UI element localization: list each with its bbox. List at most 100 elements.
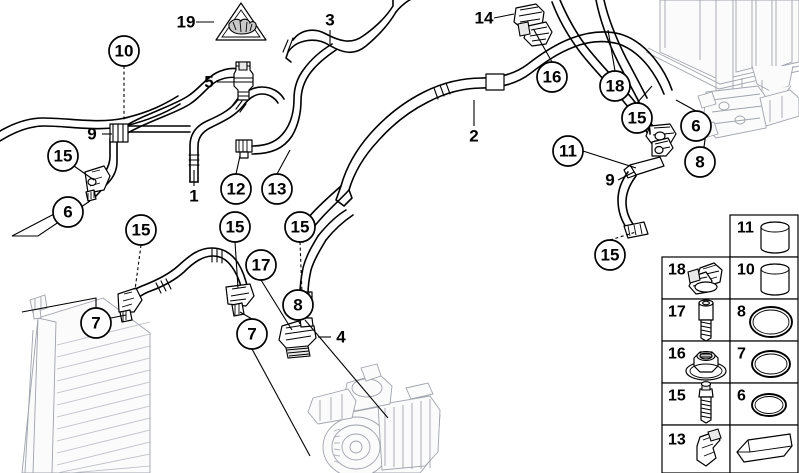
callout-7-left[interactable]: 7 [80, 307, 112, 339]
o-ring-small-icon [751, 393, 787, 417]
callout-9-right[interactable]: 9 [605, 171, 614, 190]
callout-15-e[interactable]: 15 [284, 211, 316, 243]
callout-16[interactable]: 16 [536, 61, 568, 93]
o-ring-large-icon [749, 306, 793, 338]
refrigerant-line-1 [188, 86, 285, 183]
callout-19-label: 19 [177, 13, 196, 32]
callout-7-left-label: 7 [91, 314, 100, 333]
callout-15-e-label: 15 [291, 218, 310, 237]
callout-15-c[interactable]: 15 [125, 214, 157, 246]
callout-17-label: 17 [252, 256, 271, 275]
hose-line-3 [282, 0, 412, 63]
callout-16-label: 16 [543, 68, 562, 87]
warning-triangle-icon [215, 2, 267, 41]
o-ring-medium-icon [751, 350, 791, 378]
callout-5[interactable]: 5 [204, 73, 213, 92]
callout-15-b[interactable]: 15 [621, 102, 653, 134]
legend-table: 11 18 10 17 [661, 214, 799, 473]
refrigerant-line-2-right [335, 77, 483, 207]
callout-15-d-label: 15 [226, 218, 245, 237]
callout-8-right[interactable]: 8 [684, 146, 716, 178]
callout-9-left-label: 9 [87, 125, 96, 144]
callout-13-label: 13 [268, 180, 287, 199]
refrigerant-line-1-lower [117, 247, 255, 323]
legend-number-13: 13 [668, 432, 686, 449]
callout-11-label: 11 [559, 142, 577, 161]
hex-socket-bolt-icon [698, 299, 714, 342]
callout-8-center-label: 8 [293, 296, 302, 315]
callout-11[interactable]: 11 [552, 135, 584, 167]
ferrule-15-lower-right [623, 221, 649, 239]
callout-18-label: 18 [606, 77, 625, 96]
bracket-fitting-left [84, 165, 111, 202]
callout-13[interactable]: 13 [261, 173, 293, 205]
legend-number-15: 15 [668, 388, 686, 405]
legend-number-17: 17 [668, 304, 686, 321]
callout-17[interactable]: 17 [245, 249, 277, 281]
callout-6-left-label: 6 [63, 203, 72, 222]
legend-number-11: 11 [737, 220, 754, 237]
warning-hand-symbol [228, 18, 257, 35]
condenser-fins [56, 321, 151, 473]
ferrule-10 [109, 123, 129, 143]
refrigerant-line-12-13 [235, 43, 337, 159]
callout-7-center-label: 7 [247, 325, 256, 344]
callout-group: 19 3 14 10 5 16 18 9 15 [47, 9, 716, 350]
callout-18[interactable]: 18 [599, 70, 631, 102]
callout-4[interactable]: 4 [336, 328, 346, 347]
refrigerant-line-left [84, 123, 191, 202]
refrigerant-line-2-upper-right [481, 31, 673, 95]
flange-lock-nut-icon [685, 350, 727, 381]
callout-14-label: 14 [475, 9, 494, 28]
flange-bolt-icon [698, 381, 714, 424]
callout-9-left[interactable]: 9 [87, 125, 96, 144]
callout-2-label: 2 [469, 127, 478, 146]
callout-14[interactable]: 14 [475, 9, 494, 28]
legend-number-7: 7 [737, 346, 746, 363]
callout-15-f[interactable]: 15 [594, 239, 626, 271]
callout-2[interactable]: 2 [469, 127, 478, 146]
cable-clip-icon [687, 262, 723, 295]
callout-1-label: 1 [189, 187, 198, 206]
callout-6-right[interactable]: 6 [680, 110, 712, 142]
callout-8-center[interactable]: 8 [282, 289, 314, 321]
evaporator-housing [645, 0, 799, 109]
callout-10[interactable]: 10 [108, 35, 140, 67]
callout-6-right-label: 6 [691, 117, 700, 136]
callout-15-a[interactable]: 15 [47, 140, 79, 172]
legend-number-16: 16 [668, 346, 686, 363]
callout-12-label: 12 [227, 180, 246, 199]
callout-6-left[interactable]: 6 [52, 196, 84, 228]
pressure-switch [233, 61, 254, 101]
callout-7-center[interactable]: 7 [236, 318, 268, 350]
fitting-15-right [651, 137, 674, 157]
callout-5-label: 5 [204, 73, 213, 92]
flat-clip-icon [736, 433, 793, 463]
legend-number-8: 8 [737, 304, 746, 321]
callout-4-label: 4 [336, 328, 346, 347]
bracket-clip-icon [696, 428, 722, 467]
hose-line-2 [0, 95, 181, 142]
condenser [21, 294, 151, 473]
callout-3-label: 3 [325, 11, 334, 30]
callout-1[interactable]: 1 [189, 187, 198, 206]
legend-number-6: 6 [737, 388, 746, 405]
callout-15-a-label: 15 [54, 147, 73, 166]
callout-10-label: 10 [115, 42, 134, 61]
bracket-fitting-lower-left [117, 287, 143, 323]
callout-9-right-label: 9 [605, 171, 614, 190]
ac-compressor [307, 363, 441, 473]
callout-12[interactable]: 12 [220, 173, 252, 205]
legend-number-10: 10 [737, 262, 755, 279]
callout-19[interactable]: 19 [177, 13, 196, 32]
callout-3[interactable]: 3 [325, 11, 334, 30]
callout-15-d[interactable]: 15 [219, 211, 251, 243]
ferrule-12 [235, 139, 253, 159]
callout-15-b-label: 15 [628, 109, 647, 128]
legend-number-18: 18 [668, 262, 686, 279]
callout-8-right-label: 8 [695, 153, 704, 172]
cylinder-sleeve-icon-2 [760, 263, 790, 296]
cylinder-sleeve-icon [760, 221, 790, 254]
callout-15-c-label: 15 [132, 221, 151, 240]
